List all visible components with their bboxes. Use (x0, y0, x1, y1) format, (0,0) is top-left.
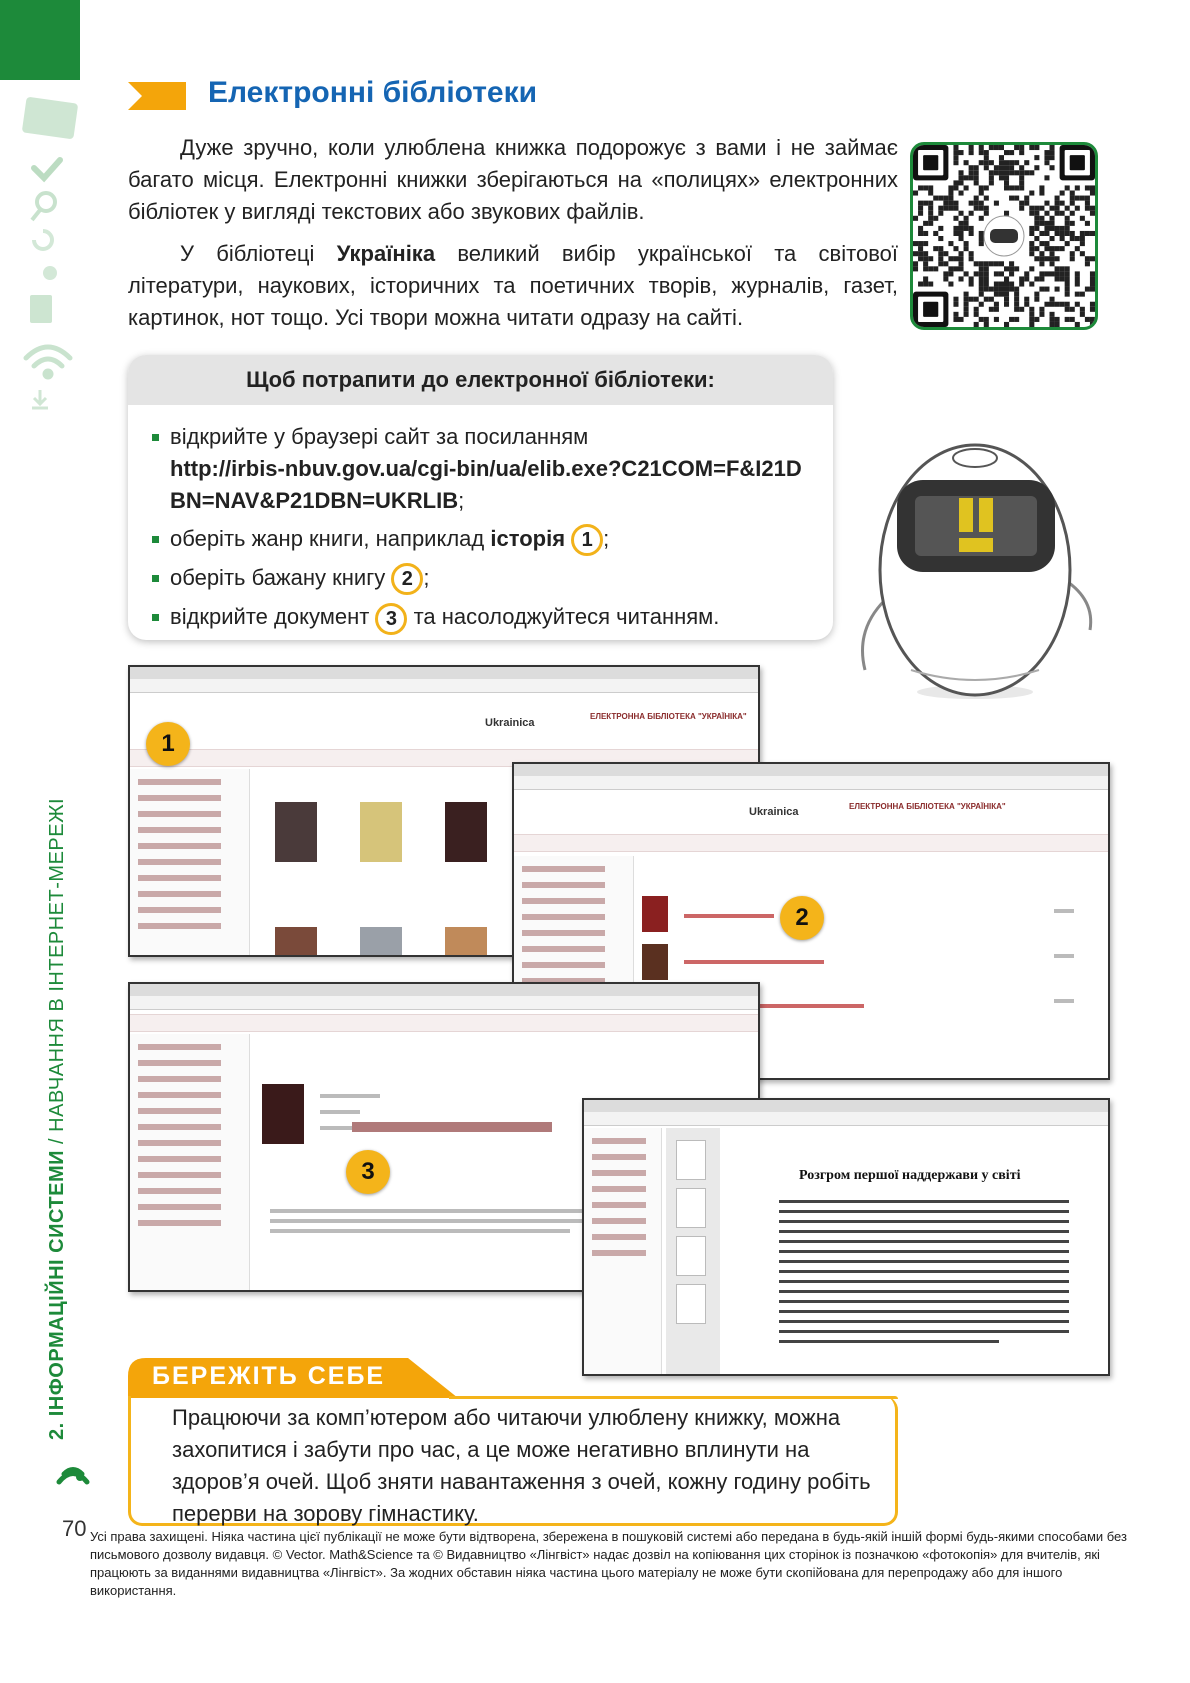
instruction-step-2: оберіть жанр книги, наприклад історія 1; (152, 523, 813, 557)
step-number-badge: 3 (375, 602, 408, 635)
care-text: Працюючи за комп’ютером або читаючи улюб… (172, 1405, 871, 1526)
refresh-icon (32, 229, 54, 251)
step-marker-2: 2 (780, 896, 824, 940)
instruction-step-3: оберіть бажану книгу 2; (152, 562, 813, 596)
qr-code[interactable] (910, 142, 1098, 330)
instruction-list: відкрийте у браузері сайт за посиланням … (128, 405, 833, 635)
care-banner (128, 1358, 458, 1398)
corner-tab (0, 0, 80, 80)
instruction-title: Щоб потрапити до електронної бібліотеки: (128, 355, 833, 405)
qr-code-image (913, 145, 1095, 327)
step-number-badge: 2 (391, 563, 424, 596)
chapter-title: 2. ІНФОРМАЦІЙНІ СИСТЕМИ / НАВЧАННЯ В ІНТ… (46, 797, 68, 1440)
screenshot-library-home: Ukrainica ЕЛЕКТРОННА БІБЛІОТЕКА "УКРАЇНІ… (128, 665, 760, 957)
folder-icon (22, 97, 78, 139)
check-icon (31, 157, 63, 183)
intro-paragraph-1: Дуже зручно, коли улюблена книжка подоро… (128, 135, 898, 224)
care-box (128, 1396, 898, 1526)
intro-paragraph-2: У бібліотеці Україніка великий вибір укр… (128, 241, 898, 330)
care-title: БЕРЕЖІТЬ СЕБЕ (152, 1362, 386, 1390)
heading-marker-icon (128, 82, 186, 110)
wifi-icon (56, 1467, 90, 1485)
instruction-step-1: відкрийте у браузері сайт за посиланням … (152, 421, 813, 517)
section-heading: Електронні бібліотеки (208, 76, 538, 109)
instruction-step-4: відкрийте документ 3 та насолоджуйтеся ч… (152, 601, 813, 635)
library-url-link[interactable]: http://irbis-nbuv.gov.ua/cgi-bin/ua/elib… (170, 456, 802, 513)
step-marker-1: 1 (146, 722, 190, 766)
ukrainica-logo: Ukrainica (749, 806, 799, 818)
screenshot-document-viewer: Розгром першої наддержави у світі (582, 1098, 1110, 1376)
side-decoration-icons (22, 97, 78, 410)
instruction-box: Щоб потрапити до електронної бібліотеки:… (128, 355, 833, 640)
library-name: ЕЛЕКТРОННА БІБЛІОТЕКА "УКРАЇНІКА" (849, 802, 1006, 811)
copyright-notice: Усі права захищені. Ніяка частина цієї п… (90, 1529, 1127, 1598)
robot-mascot-icon (861, 443, 1093, 699)
document-title: Розгром першої наддержави у світі (799, 1168, 1021, 1183)
step-number-badge: 1 (571, 524, 604, 557)
page-number: 70 (62, 1516, 87, 1541)
download-icon (32, 390, 48, 410)
ukrainica-logo: Ukrainica (485, 717, 535, 729)
pin-icon (30, 191, 57, 222)
document-icon (30, 295, 52, 323)
step-marker-3: 3 (346, 1150, 390, 1194)
library-name: ЕЛЕКТРОННА БІБЛІОТЕКА "УКРАЇНІКА" (590, 712, 747, 721)
gear-icon (43, 266, 57, 280)
wifi-icon (23, 344, 73, 380)
